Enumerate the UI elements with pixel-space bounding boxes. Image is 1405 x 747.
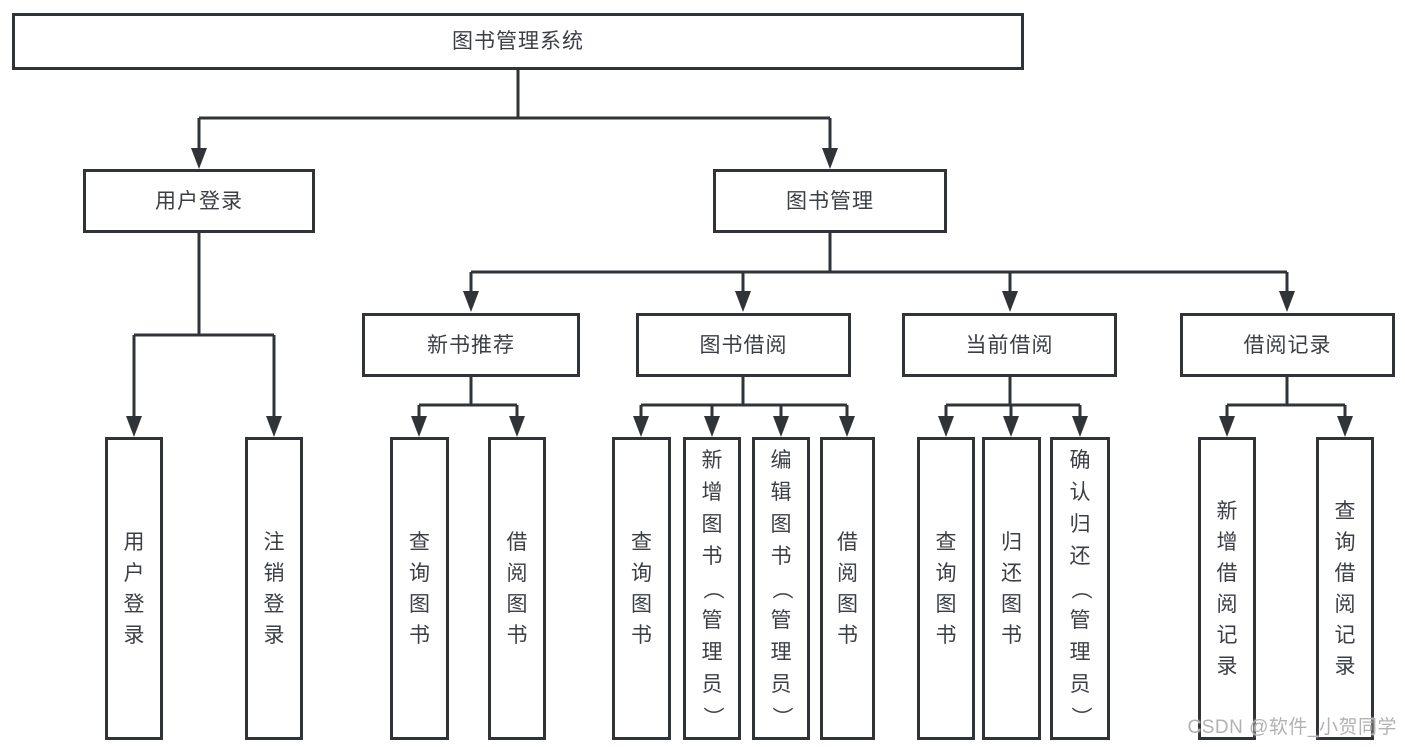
node-borrow-records: 借阅记录 [1180, 313, 1395, 377]
leaf-return-books: 归还图书 [982, 437, 1041, 740]
leaf-query-books-2: 查询图书 [612, 437, 671, 740]
node-user-login: 用户登录 [83, 169, 315, 233]
connector-book-borrow [639, 377, 849, 418]
watermark: CSDN @软件_小贺同学 [1187, 717, 1397, 738]
connector-user-login [132, 233, 276, 418]
leaf-borrow-books-1: 借阅图书 [488, 437, 546, 740]
connector-new-book-recommend [417, 377, 519, 418]
node-book-borrow: 图书借阅 [636, 313, 851, 377]
leaf-confirm-return-admin: 确认归还（管理员） [1050, 437, 1110, 740]
leaf-add-book-admin: 新增图书（管理员） [683, 437, 741, 740]
leaf-logout: 注销登录 [245, 437, 303, 740]
connector-root [197, 70, 832, 150]
connector-book-management [469, 233, 1289, 293]
leaf-add-borrow-record: 新增借阅记录 [1198, 437, 1256, 740]
leaf-query-books-3: 查询图书 [917, 437, 975, 740]
leaf-user-login: 用户登录 [105, 437, 163, 740]
leaf-query-borrow-record: 查询借阅记录 [1316, 437, 1374, 740]
connector-current-borrow [944, 377, 1082, 418]
node-root: 图书管理系统 [12, 13, 1024, 70]
node-new-book-recommend: 新书推荐 [362, 313, 580, 377]
node-current-borrow: 当前借阅 [902, 313, 1117, 377]
connector-borrow-records [1225, 377, 1347, 418]
leaf-query-books-1: 查询图书 [390, 437, 449, 740]
leaf-edit-book-admin: 编辑图书（管理员） [752, 437, 810, 740]
leaf-borrow-books-2: 借阅图书 [820, 437, 875, 740]
node-book-management: 图书管理 [713, 169, 947, 233]
arrowheads [126, 148, 1353, 437]
